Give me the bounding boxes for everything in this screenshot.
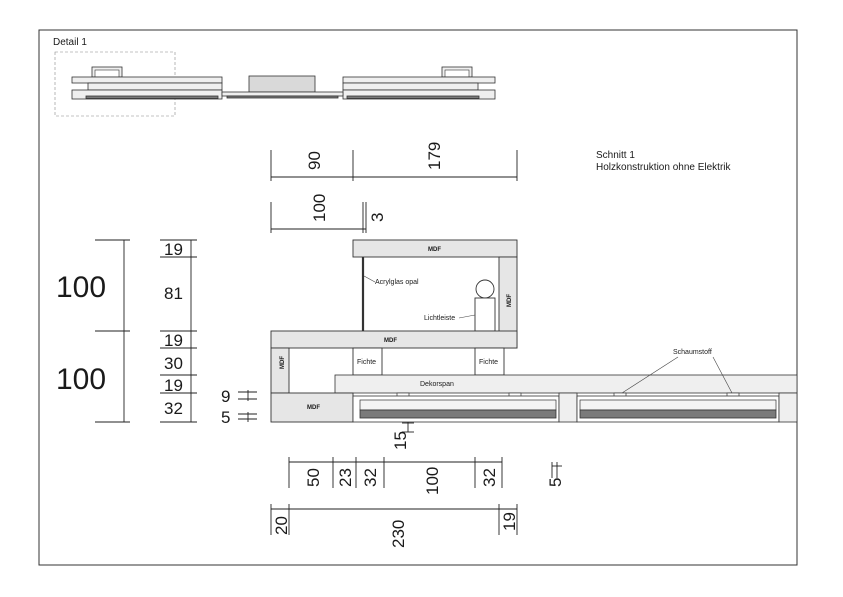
dim-30: 30	[164, 354, 183, 373]
lamp-bulb	[475, 279, 495, 299]
lichtleiste-profile	[474, 297, 496, 332]
dim-3: 3	[368, 213, 387, 222]
rail-light-right	[579, 399, 777, 411]
dim-32-b: 32	[480, 468, 499, 487]
dim-81: 81	[164, 284, 183, 303]
dim-19-c: 19	[164, 376, 183, 395]
mdf-top-board	[352, 239, 518, 258]
section-drawing: MDF MDF Acrylglas opal Lichtleiste MDF M…	[270, 239, 798, 423]
rail-dark-left	[359, 409, 557, 419]
dekorspan-board	[334, 374, 798, 394]
bottom-dimensions: 15 50 23 32 100 32 5 20 230 19	[270, 422, 565, 548]
dim-19-b: 19	[164, 331, 183, 350]
mdf-label-right: MDF	[507, 294, 513, 307]
lichtleiste-label: Lichtleiste	[424, 315, 455, 322]
rail-end	[778, 392, 798, 423]
schaumstoff-label: Schaumstoff	[673, 349, 712, 356]
dim-5-bottom: 5	[546, 478, 565, 487]
dim-19-a: 19	[164, 240, 183, 259]
dim-15: 15	[391, 431, 410, 450]
rail-dark-right	[579, 409, 777, 419]
dim-23: 23	[336, 468, 355, 487]
fichte-label-right: Fichte	[479, 359, 498, 366]
mdf-label-middle: MDF	[384, 338, 397, 344]
dim-100-upper: 100	[56, 271, 106, 304]
dim-50: 50	[304, 468, 323, 487]
fichte-label-left: Fichte	[357, 359, 376, 366]
mdf-label-left: MDF	[280, 356, 286, 369]
acryl-label: Acrylglas opal	[375, 279, 419, 286]
mdf-left-upright	[270, 347, 290, 394]
dim-100-top: 100	[310, 194, 329, 222]
dim-100-lower: 100	[56, 363, 106, 396]
dim-179: 179	[425, 142, 444, 170]
fichte-block-right	[474, 347, 505, 376]
rail-light-left	[359, 399, 557, 411]
mdf-middle-board	[270, 330, 518, 349]
dim-9: 9	[221, 387, 230, 406]
mdf-label-top: MDF	[428, 247, 441, 253]
dekorspan-label: Dekorspan	[420, 381, 454, 388]
title-line-1: Schnitt 1	[596, 150, 635, 161]
sheet-frame	[38, 29, 798, 566]
dim-32: 32	[164, 399, 183, 418]
dim-32-a: 32	[361, 468, 380, 487]
detail-overview: Detail 1	[53, 37, 496, 117]
dim-5: 5	[221, 408, 230, 427]
rail-connector	[558, 392, 578, 423]
title-line-2: Holzkonstruktion ohne Elektrik	[596, 162, 732, 173]
dim-20: 20	[272, 516, 291, 535]
dim-19-bottom: 19	[500, 512, 519, 531]
dim-90: 90	[305, 151, 324, 170]
mdf-label-bottom: MDF	[307, 405, 320, 411]
dim-100-bottom: 100	[423, 467, 442, 495]
left-dimensions: 100 100 19 81 19 30 19 32 9 5	[56, 239, 257, 427]
mdf-bottom-board	[270, 392, 354, 423]
top-dimensions: 90 179 100 3	[270, 142, 518, 233]
detail-label: Detail 1	[53, 37, 87, 48]
dim-230: 230	[389, 520, 408, 548]
